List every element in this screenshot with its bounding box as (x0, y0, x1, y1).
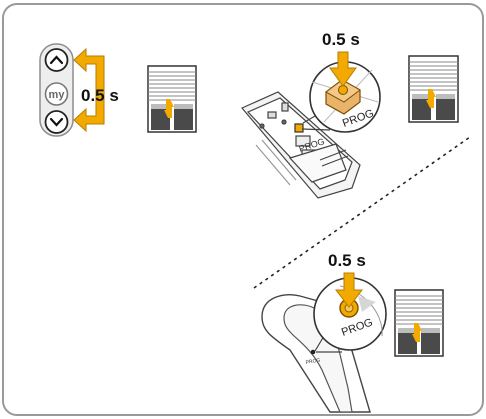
press-arrows-step1 (73, 47, 105, 133)
my-button-label: my (49, 89, 66, 101)
motor-head-illustration (241, 91, 361, 199)
duration-label-step3: 0.5 s (328, 251, 366, 270)
up-button[interactable] (44, 48, 69, 72)
my-button[interactable]: my (44, 82, 69, 106)
divider-or (253, 136, 471, 289)
duration-label-step2: 0.5 s (322, 30, 360, 49)
shutter-icon-1 (147, 65, 197, 133)
chevron-down-icon (49, 117, 64, 127)
press-arrow-step2 (329, 51, 357, 87)
prog-button[interactable] (325, 79, 361, 115)
remote-button-column: my (39, 43, 74, 137)
shutter-icon-3 (394, 289, 444, 357)
prog-label-remote: PROG (305, 357, 321, 365)
chevron-up-icon (49, 55, 64, 65)
prog-zoom-bubble (301, 61, 381, 133)
press-arrow-step3 (334, 272, 364, 308)
down-button[interactable] (44, 110, 69, 134)
shutter-icon-2 (408, 55, 459, 123)
duration-label-step1: 0.5 s (81, 86, 119, 105)
